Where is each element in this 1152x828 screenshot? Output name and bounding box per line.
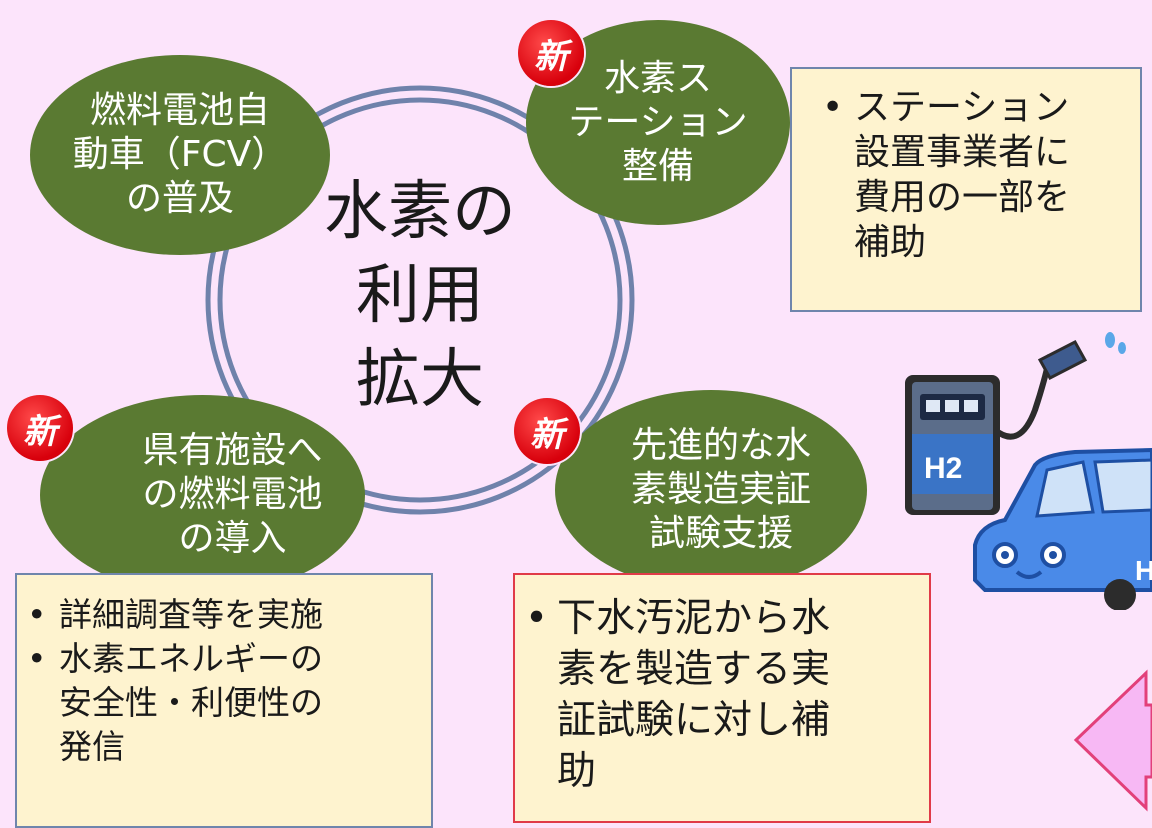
left-arrow-icon	[1073, 669, 1152, 812]
note-station-item: ステーション 設置事業者に 費用の一部を 補助	[812, 85, 1128, 265]
node-station-label: 水素ス テーション 整備	[568, 57, 748, 187]
node-fcv-label: 燃料電池自 動車（FCV） の普及	[72, 90, 288, 219]
node-facility-label: 県有施設へ の燃料電池 の導入	[142, 430, 323, 559]
center-title-line-3: 拡大	[356, 343, 484, 417]
node-fcv: 燃料電池自 動車（FCV） の普及	[30, 55, 330, 255]
node-production: 先進的な水 素製造実証 試験支援	[555, 390, 867, 590]
note-facility: 詳細調査等を実施 水素エネルギーの 安全性・利便性の 発信	[15, 573, 433, 828]
note-facility-item-1: 詳細調査等を実施	[17, 593, 423, 637]
note-station: ステーション 設置事業者に 費用の一部を 補助	[790, 67, 1142, 312]
node-facility: 県有施設へ の燃料電池 の導入	[40, 395, 365, 595]
new-badge-station: 新	[518, 20, 584, 86]
center-title-line-2: 利用	[356, 259, 484, 333]
center-title-line-1: 水素の	[324, 175, 516, 249]
car-h-label: H	[1135, 555, 1152, 586]
node-station: 水素ス テーション 整備	[526, 20, 790, 225]
note-production: 下水汚泥から水 素を製造する実 証試験に対し補 助	[513, 573, 931, 823]
note-facility-item-2: 水素エネルギーの 安全性・利便性の 発信	[17, 637, 423, 769]
node-production-label: 先進的な水 素製造実証 試験支援	[630, 425, 811, 554]
note-production-item: 下水汚泥から水 素を製造する実 証試験に対し補 助	[515, 593, 921, 797]
fuel-cell-car-illustration: H	[973, 447, 1152, 610]
hydrogen-pump-illustration: H2	[905, 332, 1126, 515]
new-badge-production: 新	[514, 398, 580, 464]
new-badge-facility: 新	[7, 395, 73, 461]
pump-h2-label: H2	[924, 452, 962, 485]
center-title: 水素の 利用 拡大	[310, 170, 530, 422]
